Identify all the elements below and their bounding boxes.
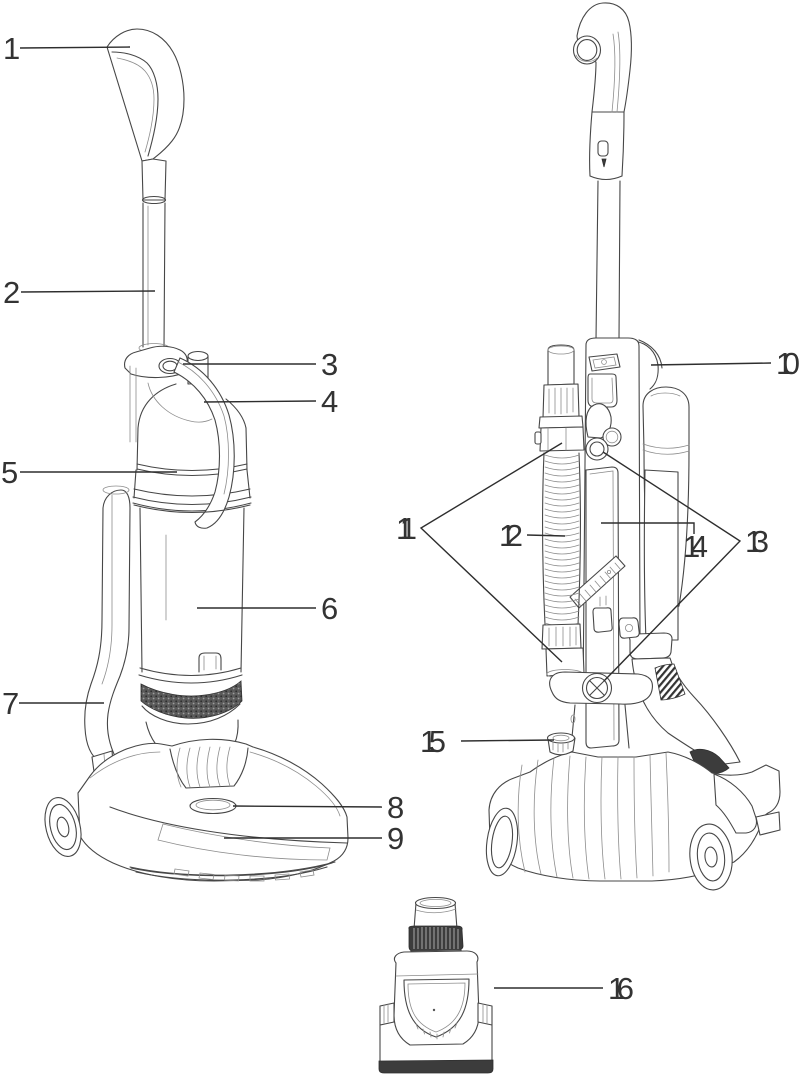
- turbo-brush-tool: [378, 896, 494, 1074]
- rear-wheel-left: [485, 807, 519, 877]
- dock-bracket: [618, 617, 640, 639]
- base-rear: [485, 732, 781, 891]
- callout-1-number: 1: [3, 31, 20, 66]
- callout-10-number: 10: [776, 346, 800, 381]
- bottom-bracket: [549, 671, 653, 749]
- callout-5: 5: [1, 455, 177, 490]
- base-nozzle: [44, 738, 349, 882]
- rear-view-vacuum: [485, 2, 781, 891]
- callout-16-number: 16: [608, 971, 634, 1006]
- callout-4: 4: [203, 384, 338, 419]
- rear-wheel-right: [689, 823, 733, 891]
- callout-13-number: 13: [745, 524, 769, 559]
- callout-16: 16: [494, 971, 634, 1006]
- hose-top-cuff: [538, 344, 584, 429]
- callout-11: 11: [396, 442, 563, 663]
- panel-grip-ribbed: [569, 555, 626, 609]
- callout-8: 8: [232, 790, 404, 825]
- hose-corrugation: [542, 452, 581, 627]
- swivel-bellows: [169, 746, 249, 789]
- callout-6: 6: [197, 591, 338, 626]
- swivel-joint: [124, 345, 209, 443]
- callout-14: 14: [601, 522, 708, 564]
- debris-band: [140, 680, 243, 719]
- callout-9-number: 9: [387, 821, 404, 856]
- wand-sleeve: [589, 111, 625, 341]
- grip-hatch-band: [654, 663, 686, 701]
- panel-clip: [592, 570, 613, 633]
- callout-3: 3: [183, 347, 338, 382]
- dust-container: [133, 504, 251, 684]
- callout-11-number: 11: [396, 511, 417, 546]
- callout-10: 10: [650, 346, 800, 381]
- tool-base-skirt: [378, 1002, 494, 1074]
- latch-plate: [588, 353, 621, 372]
- hose-clamp: [534, 426, 585, 452]
- handle-grip-rear: [572, 2, 632, 113]
- callout-9: 9: [224, 821, 404, 856]
- tool-body: [393, 950, 480, 1046]
- callout-5-number: 5: [1, 455, 18, 490]
- wand-release-button: [597, 140, 609, 168]
- hose-bottom-cuff: [541, 623, 585, 679]
- callout-14-number: 14: [683, 529, 708, 564]
- callout-3-number: 3: [321, 347, 338, 382]
- telescopic-tube: [138, 158, 170, 353]
- bin-latch: [198, 652, 222, 673]
- callout-2-number: 2: [3, 275, 20, 310]
- tool-neck: [413, 896, 458, 930]
- callout-12-number: 12: [499, 518, 523, 553]
- handle-grip: [106, 28, 185, 162]
- filter-housing: [132, 427, 252, 512]
- callout-8-number: 8: [387, 790, 404, 825]
- hose-assembly: [534, 344, 585, 679]
- lower-cord-hook: [546, 732, 576, 756]
- callout-7-number: 7: [2, 686, 19, 721]
- callouts: 1 2 3 4 5 6 7 8: [1, 31, 800, 1006]
- carry-handle: [173, 357, 235, 529]
- rear-wheel: [44, 797, 82, 857]
- callout-13: 13: [602, 451, 769, 682]
- callout-15: 15: [420, 724, 555, 759]
- lower-duct-tube: [618, 469, 741, 775]
- callout-2: 2: [3, 275, 156, 310]
- callout-4-number: 4: [321, 384, 338, 419]
- upper-cord-hook: [585, 403, 622, 461]
- callout-7: 7: [2, 686, 104, 721]
- callout-6-number: 6: [321, 591, 338, 626]
- front-view-vacuum: [44, 28, 349, 882]
- callout-12: 12: [499, 518, 566, 553]
- callout-1: 1: [3, 31, 131, 66]
- tube-opening: [572, 35, 602, 65]
- callout-15-number: 15: [420, 724, 446, 759]
